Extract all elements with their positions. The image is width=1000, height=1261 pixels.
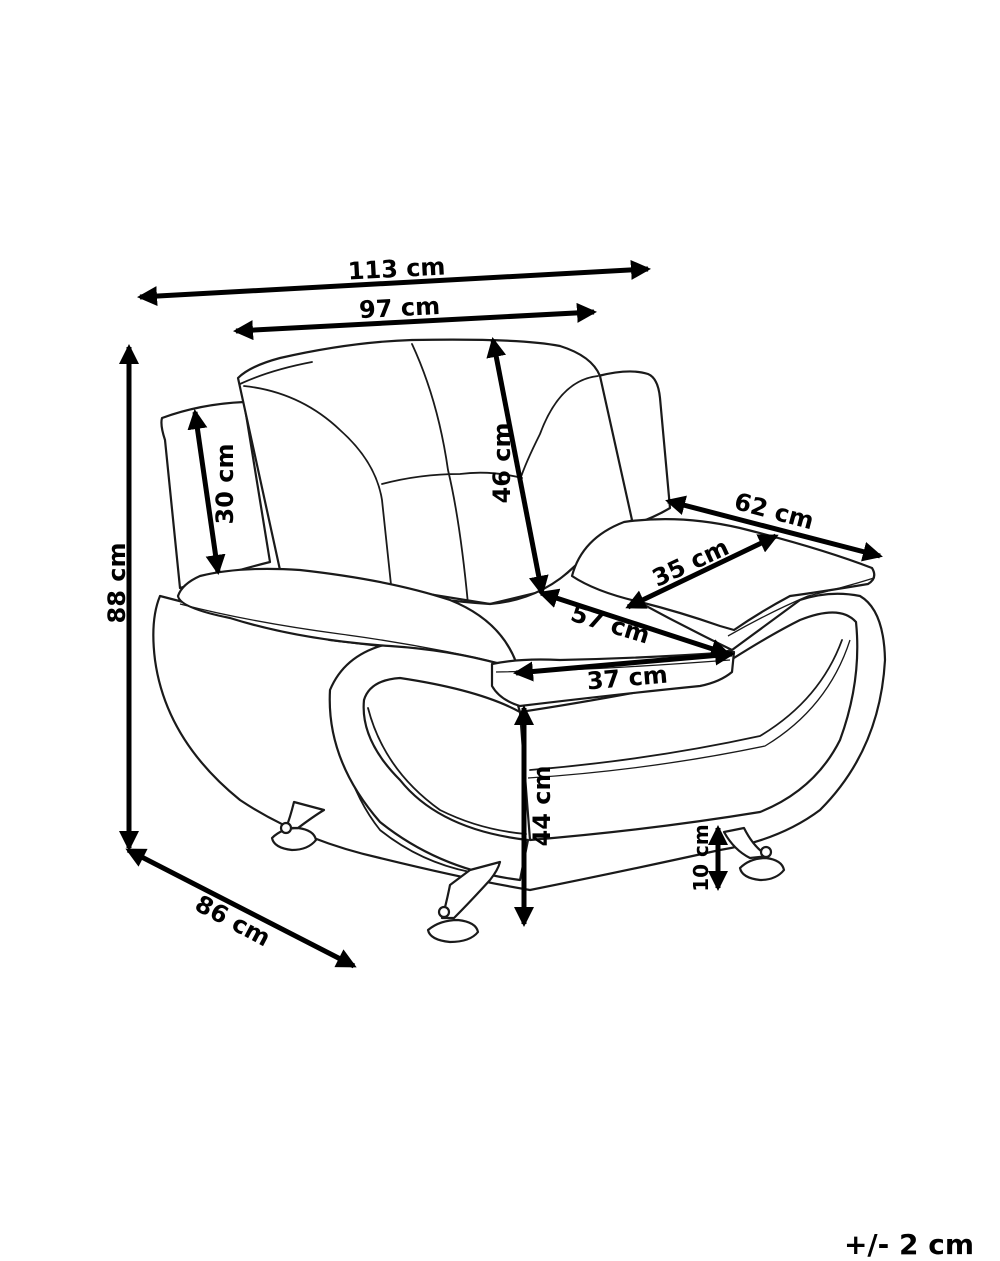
overall-width-arrow: [137, 259, 651, 307]
backrest-height-label: 46 cm: [488, 423, 516, 504]
armrest-height-label: 30 cm: [211, 444, 239, 525]
right-arm-inner-seam: [529, 639, 843, 771]
armchair-drawing: [152, 338, 887, 944]
left-armrest-piping: [179, 603, 513, 667]
armrest-height-arrow: [187, 409, 226, 575]
overall-depth-label: 86 cm: [190, 890, 275, 953]
front-right-leg: [722, 826, 786, 882]
seat-height-label: 44 cm: [528, 766, 556, 847]
seat-front-width-arrow: [513, 645, 735, 682]
overall-depth-arrow: [125, 847, 357, 969]
back-left-leg: [270, 800, 326, 852]
seat-width-arrow: [233, 302, 597, 341]
dimension-arrows: [119, 259, 883, 969]
left-arm-loop-seam: [367, 707, 527, 835]
right-arm-outline-piping: [527, 639, 851, 779]
overall-width-label: 113 cm: [347, 252, 446, 285]
overall-height-label: 88 cm: [103, 543, 131, 624]
armrest-length-arrow: [665, 495, 883, 562]
seat-depth-arrow: [538, 588, 731, 659]
backrest: [236, 338, 634, 606]
tolerance-note: +/- 2 cm: [843, 1228, 974, 1261]
backrest-height-arrow: [486, 337, 549, 596]
backrest-center-vertical-seam: [411, 343, 469, 605]
front-left-leg: [426, 860, 502, 944]
backrest-left-bolster-seam: [243, 385, 393, 595]
leg-height-label: 10 cm: [689, 824, 713, 892]
backrest-top-piping: [239, 361, 313, 385]
seat-width-label: 97 cm: [358, 292, 440, 324]
right-armrest-piping: [727, 577, 875, 637]
